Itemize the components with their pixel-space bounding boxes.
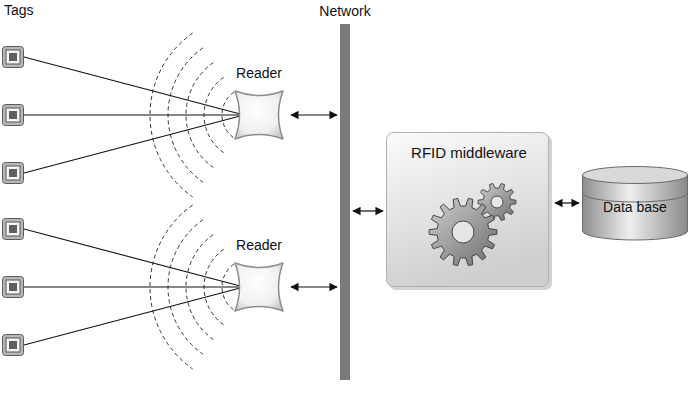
tag-icons: [3, 47, 24, 356]
group-label: Tags: [4, 2, 34, 19]
reader-body: [235, 263, 283, 311]
rfid-tag: [3, 335, 24, 356]
reader-device: Reader: [230, 258, 288, 316]
node-heading: Network: [319, 3, 370, 20]
tag-signal-line: [24, 57, 244, 115]
tag-lines: [24, 57, 244, 345]
rfid-tag: [3, 277, 24, 298]
rfid-tag: [3, 105, 24, 126]
part-heading: Reader: [236, 65, 282, 82]
reader-body: [235, 91, 283, 139]
database-label: Data base: [582, 199, 688, 216]
box-title: RFID middleware: [386, 144, 552, 162]
node-body: RFID middleware: [386, 132, 552, 162]
node-body: Data base: [582, 166, 688, 216]
part-heading: Reader: [236, 237, 282, 254]
tag-signal-line: [24, 287, 244, 345]
cylinder-body: [583, 175, 688, 240]
double-arrow: [555, 202, 579, 203]
reader-device: Reader: [230, 86, 288, 144]
reader-shape: [230, 258, 288, 316]
node-heading: Reader: [236, 237, 282, 254]
tag-signal-line: [24, 286, 244, 287]
database-cylinder: Data base: [582, 166, 688, 240]
tag-signal-line: [24, 115, 244, 173]
part-heading: Network: [319, 3, 370, 20]
gear-icon: [478, 184, 516, 221]
gear-hub: [452, 221, 474, 243]
middleware-box: RFID middleware: [386, 132, 552, 290]
tag-signal-line: [24, 114, 244, 115]
radio-waves: [150, 33, 234, 369]
rfid-tag: [3, 47, 24, 68]
gear-icon: [429, 198, 497, 265]
double-arrow: [353, 210, 383, 211]
double-arrow: [291, 114, 337, 115]
cylinder-top: [583, 167, 688, 184]
rfid-tag: [3, 219, 24, 240]
network-bus: Network: [340, 24, 350, 380]
node-heading: Reader: [236, 65, 282, 82]
gear-hub: [491, 196, 503, 208]
reader-shape: [230, 86, 288, 144]
tag-signal-line: [24, 229, 244, 287]
double-arrow: [291, 286, 337, 287]
rfid-tag: [3, 163, 24, 184]
